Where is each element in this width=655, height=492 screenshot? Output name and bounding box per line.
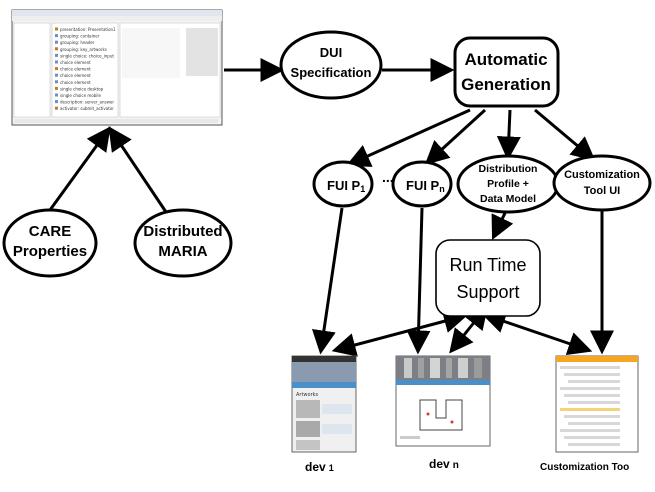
tree-item[interactable]: choice element <box>60 67 91 72</box>
tool-row <box>568 401 620 404</box>
arrow-autogen-to-fui-p1 <box>345 108 471 167</box>
node-care-properties: CARE Properties <box>2 208 98 278</box>
arrow-autogen-to-fui-pn <box>424 108 487 166</box>
node-automatic-generation: Automatic Generation <box>453 36 560 108</box>
arrow-runtime-devn <box>449 304 489 354</box>
tool-row <box>560 387 620 390</box>
tree-item[interactable]: single choice desktop <box>60 86 104 91</box>
dist-line1: Distribution <box>479 163 538 175</box>
runtime-line2: Support <box>456 282 519 302</box>
arrow-care-to-editor <box>48 126 111 211</box>
tree-item[interactable]: single choice mobile <box>60 93 101 98</box>
tree-item[interactable]: choice element <box>60 73 91 78</box>
tool-rows <box>560 366 620 446</box>
tree-item[interactable]: choice element <box>60 80 91 85</box>
tool-row <box>568 422 620 425</box>
node-customization-tool-ui: Customization Tool UI <box>552 154 652 212</box>
svg-text:FUI Pn: FUI Pn <box>406 178 445 194</box>
tree-item-icon <box>55 100 58 104</box>
tool-row <box>564 394 620 397</box>
dist-line3: Data Model <box>480 193 536 205</box>
tree-item-icon <box>55 73 58 77</box>
runtime-line1: Run Time <box>449 255 526 275</box>
tree-item[interactable]: single choice: choice_input <box>60 53 114 58</box>
fui-p1-label: FUI P <box>327 178 361 193</box>
tree-item-icon <box>55 47 58 51</box>
tree-item-icon <box>55 34 58 38</box>
node-fui-p1: FUI P1 <box>312 160 374 208</box>
arrow-autogen-to-dist <box>496 109 521 161</box>
node-runtime-support: Run Time Support <box>435 239 541 317</box>
tree-item[interactable]: presentation: Presentation1 <box>60 27 116 32</box>
arrow-maria-to-editor <box>108 126 168 213</box>
dist-line2: Profile + <box>487 178 529 190</box>
tool-row <box>560 429 620 432</box>
editor-screenshot: presentation: Presentation1 grouping: con… <box>11 9 223 126</box>
caption-customization-tool: Customization Too <box>540 462 629 473</box>
tree-item-icon <box>55 80 58 84</box>
tree-item-icon <box>55 40 58 44</box>
tree-item[interactable]: grouping: container <box>60 34 100 39</box>
editor-tree: presentation: Presentation1 grouping: con… <box>55 27 116 111</box>
tree-item-icon <box>55 106 58 110</box>
tree-item[interactable]: grouping: key_artworks <box>60 47 107 52</box>
arrow-fui-p1-to-dev1 <box>311 207 344 355</box>
node-dui-specification: DUI Specification <box>279 30 383 100</box>
tree-item-icon <box>55 27 58 31</box>
tree-item-icon <box>55 86 58 90</box>
svg-text:FUI P1: FUI P1 <box>327 178 365 194</box>
fui-p1-sub: 1 <box>360 184 365 194</box>
tree-item-icon <box>55 60 58 64</box>
node-distribution-profile: Distribution Profile + Data Model <box>456 154 560 214</box>
maria-line1: Distributed <box>143 223 222 240</box>
mobile-section-title: Artworks <box>296 392 319 398</box>
tool-row <box>564 436 620 439</box>
tree-item[interactable]: grouping: header <box>60 40 95 45</box>
care-line2: Properties <box>13 243 87 260</box>
tool-row <box>560 408 620 411</box>
ellipsis-label: ... <box>382 169 394 185</box>
tree-item-icon <box>55 67 58 71</box>
node-fui-pn: FUI Pn <box>391 160 453 208</box>
device-n-screenshot <box>395 355 491 447</box>
maria-line2: MARIA <box>158 243 207 260</box>
fui-pn-label: FUI P <box>406 178 440 193</box>
custom-ui-line2: Tool UI <box>584 185 620 197</box>
tree-item[interactable]: choice element <box>60 60 91 65</box>
tool-row <box>564 415 620 418</box>
arrows <box>48 58 614 357</box>
tool-row <box>568 443 620 446</box>
care-line1: CARE <box>29 223 72 240</box>
dui-spec-line1: DUI <box>320 45 342 60</box>
node-distributed-maria: Distributed MARIA <box>133 208 233 278</box>
arrow-runtime-tool <box>481 310 593 356</box>
customization-tool-screenshot <box>555 355 639 453</box>
fui-pn-sub: n <box>439 184 445 194</box>
tree-item[interactable]: description: server_answer <box>60 100 114 105</box>
autogen-line1: Automatic <box>464 50 547 69</box>
arrow-runtime-dev1 <box>331 309 468 357</box>
dui-spec-line2: Specification <box>291 65 372 80</box>
tool-row <box>568 380 620 383</box>
arrow-dist-to-runtime <box>491 212 514 241</box>
tree-item-icon <box>55 53 58 57</box>
autogen-line2: Generation <box>461 75 551 94</box>
tree-item[interactable]: activator: submit_activator <box>60 106 114 111</box>
arrow-autogen-to-custom <box>534 108 596 161</box>
tool-row <box>564 373 620 376</box>
device-1-screenshot: Artworks <box>291 355 357 453</box>
custom-ui-line1: Customization <box>564 169 640 181</box>
tree-item-icon <box>55 93 58 97</box>
tool-row <box>560 366 620 369</box>
